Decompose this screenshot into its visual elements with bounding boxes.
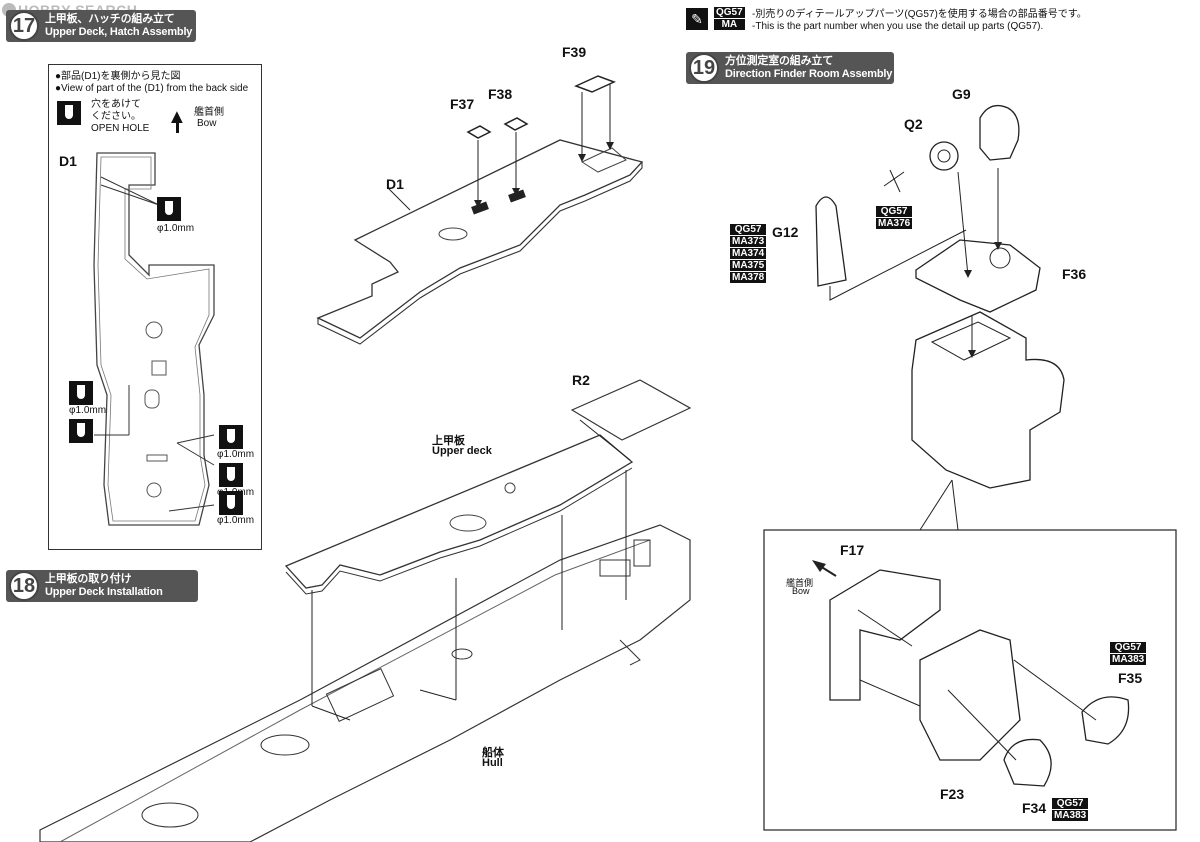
- part-r2: R2: [572, 372, 590, 388]
- part-f39: F39: [562, 44, 587, 60]
- open-hole-icon: [219, 425, 243, 449]
- tag-line: MA378: [730, 272, 767, 283]
- step-19-banner: 19 方位測定室の組み立て Direction Finder Room Asse…: [686, 52, 894, 84]
- tag-line: QG57: [876, 206, 913, 217]
- d1-back-outline: [93, 152, 215, 526]
- tag-line: QG57: [1110, 642, 1147, 653]
- ma-tag-text: MA: [714, 19, 745, 30]
- hole-jp-2: ください。: [91, 111, 141, 122]
- note-line-en: ●View of part of the (D1) from the back …: [55, 83, 249, 94]
- step-number: 18: [9, 571, 39, 601]
- tag-line: MA375: [730, 260, 767, 271]
- qg57-tag-text: QG57: [714, 7, 745, 18]
- tag-line: MA383: [1110, 654, 1147, 665]
- open-hole-icon: [219, 463, 243, 487]
- part-g9: G9: [952, 86, 971, 102]
- bow-en: Bow: [197, 118, 217, 129]
- part-f34: F34: [1022, 800, 1047, 816]
- part-q2: Q2: [904, 116, 923, 132]
- f34-qg57-tag: QG57 MA383: [1052, 798, 1089, 822]
- hole-diameter-3: φ1.0mm: [217, 449, 255, 460]
- hole-diameter-1: φ1.0mm: [157, 223, 195, 234]
- step-number: 17: [9, 11, 39, 41]
- upper-deck-jp: 上甲板: [432, 435, 465, 447]
- part-f38: F38: [488, 86, 513, 102]
- tag-line: MA383: [1052, 810, 1089, 821]
- step-title-jp: 方位測定室の組み立て: [725, 55, 833, 67]
- step-17-banner: 17 上甲板、ハッチの組み立て Upper Deck, Hatch Assemb…: [6, 10, 196, 42]
- bow-arrow-icon: ▲: [167, 106, 187, 128]
- bow-arrow-shaft: [176, 123, 179, 133]
- part-f35: F35: [1118, 670, 1143, 686]
- hole-jp-1: 穴をあけて: [91, 99, 141, 110]
- hole-en: OPEN HOLE: [91, 123, 150, 134]
- f35-qg57-tag: QG57 MA383: [1110, 642, 1147, 666]
- open-hole-icon: [157, 197, 181, 221]
- open-hole-icon: [69, 419, 93, 443]
- detail-note-en: -This is the part number when you use th…: [752, 21, 1044, 32]
- hole-diameter-5: φ1.0mm: [217, 515, 255, 526]
- part-f17: F17: [840, 542, 865, 558]
- brush-icon: ✎: [686, 8, 708, 30]
- step-title-en: Upper Deck Installation: [45, 586, 163, 598]
- step-number: 19: [689, 53, 719, 83]
- part-g12: G12: [772, 224, 799, 240]
- g12-qg57-tag: QG57 MA373 MA374 MA375 MA378: [730, 224, 767, 284]
- tag-line: QG57: [1052, 798, 1089, 809]
- bow-jp: 艦首側: [194, 107, 224, 118]
- qg57-ma-tag: QG57 MA: [714, 7, 745, 31]
- hull-en: Hull: [482, 757, 503, 769]
- upper-deck-en: Upper deck: [432, 445, 492, 457]
- tag-line: MA373: [730, 236, 767, 247]
- open-hole-icon: [69, 381, 93, 405]
- step-title-jp: 上甲板、ハッチの組み立て: [45, 13, 175, 25]
- note-line-jp: ●部品(D1)を裏側から見た図: [55, 71, 181, 82]
- part-d1: D1: [386, 176, 404, 192]
- open-hole-icon: [219, 491, 243, 515]
- open-hole-icon: [57, 101, 81, 125]
- step-title-en: Direction Finder Room Assembly: [725, 68, 893, 80]
- bow-jp-19: 艦首側: [786, 578, 814, 588]
- hull-jp: 船体: [482, 747, 504, 759]
- tag-line: MA374: [730, 248, 767, 259]
- bow-en-19: Bow: [792, 586, 810, 596]
- detail-note-jp: -別売りのディテールアップパーツ(QG57)を使用する場合の部品番号です。: [752, 9, 1087, 20]
- part-f23: F23: [940, 786, 965, 802]
- tag-line: MA376: [876, 218, 913, 229]
- hole-diameter-2: φ1.0mm: [69, 405, 107, 416]
- part-f36: F36: [1062, 266, 1087, 282]
- step-title-jp: 上甲板の取り付け: [45, 573, 132, 585]
- d1-back-view-box: ●部品(D1)を裏側から見た図 ●View of part of the (D1…: [48, 64, 262, 550]
- d1-part-label: D1: [59, 153, 77, 169]
- step-18-banner: 18 上甲板の取り付け Upper Deck Installation: [6, 570, 198, 602]
- part-f37: F37: [450, 96, 475, 112]
- step-title-en: Upper Deck, Hatch Assembly: [45, 26, 193, 38]
- tag-line: QG57: [730, 224, 767, 235]
- q2-qg57-tag: QG57 MA376: [876, 206, 913, 230]
